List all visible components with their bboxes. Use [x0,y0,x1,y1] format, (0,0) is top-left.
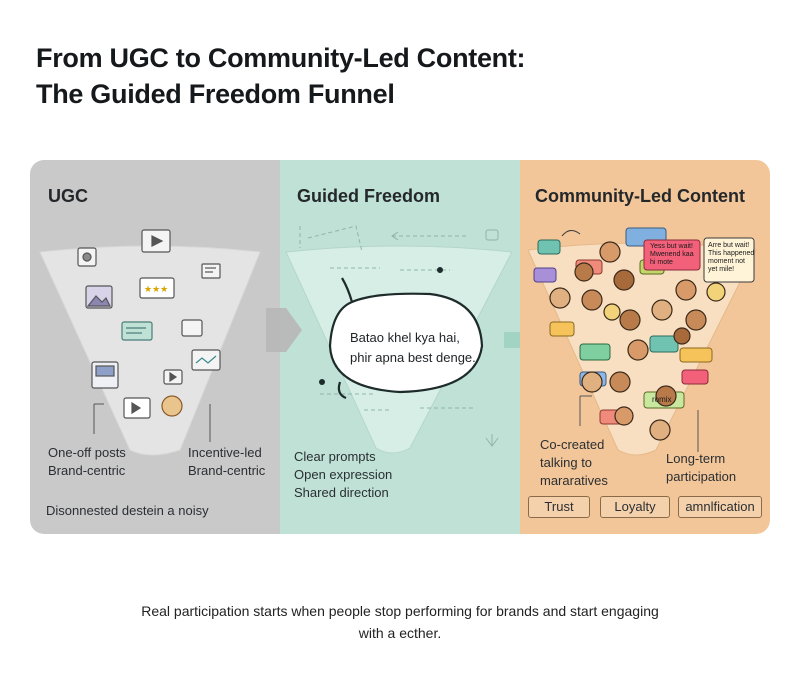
ugc-right-labels: Incentive-led Brand-centric [188,444,265,480]
prompt-icon [486,434,498,446]
chat-bubble-mint [580,344,610,360]
video-icon [164,370,182,384]
community-left-labels: Co-created talking to mararatives [540,436,608,490]
bubble-a-text: Arre but wait! This happened moment not … [708,242,754,274]
ugc-panel: UGC ★★★ [30,160,280,534]
guided-labels: Clear prompts Open expression Shared dir… [294,448,392,502]
tag-trust: Trust [528,496,590,518]
heart-icon [486,230,498,240]
monitor-icon [192,350,220,370]
bubble-text: Batao khel kya hai, phir apna best denge… [350,328,476,368]
mobile-card-icon [92,362,118,388]
left-pointer-line [580,396,592,426]
community-right-labels: Long-term participation [666,450,736,486]
chat-bubble-purple [534,268,556,282]
player-card-icon [124,398,150,418]
svg-text:★★★: ★★★ [144,285,168,295]
chat-card-icon [122,322,152,340]
caption: Real participation starts when people st… [60,600,740,644]
image-post-icon [86,286,112,308]
tag-loyalty: Loyalty [600,496,670,518]
title-line-2: The Guided Freedom Funnel [36,76,525,112]
play-icon [142,230,170,252]
community-panel: Community-Led Content [520,160,770,534]
page-title: From UGC to Community-Led Content: The G… [36,40,525,112]
title-line-1: From UGC to Community-Led Content: [36,40,525,76]
bubble-b-text: Yess but wait! Mwenend kaa hi mote [650,243,694,267]
guided-freedom-panel: Guided Freedom Batao khel kya hai, phir … [280,160,520,534]
ugc-footer: Disonnested destein a noisy [46,502,209,520]
tag-amplification: amnlfication [678,496,762,518]
profile-badge-icon [162,396,182,416]
layout-icon [202,264,220,278]
photo-icon [78,248,96,266]
ugc-left-labels: One-off posts Brand-centric [48,444,126,480]
small-screen-icon [182,320,202,336]
bubble-c-text: romix [652,396,672,404]
chat-bubble-teal [538,240,560,254]
transition-arrow-1 [266,300,306,360]
rating-card-icon: ★★★ [140,278,174,298]
chat-bubble-yellow [550,322,574,336]
